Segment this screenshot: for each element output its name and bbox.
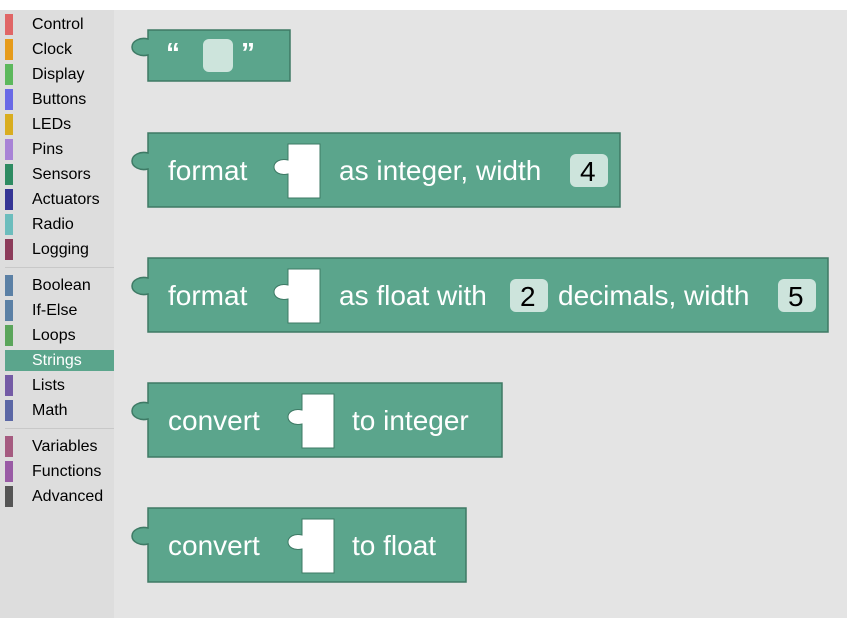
value-input-socket[interactable] (287, 518, 335, 574)
convert-integer-block[interactable]: convert to integer (131, 382, 503, 458)
category-color-stripe (5, 139, 13, 160)
block-label-convert: convert (168, 405, 260, 436)
close-quote-icon: ” (241, 37, 255, 68)
category-label: Display (32, 66, 85, 83)
category-radio[interactable]: Radio (5, 214, 114, 235)
block-label-suffix: as integer, width (339, 155, 541, 186)
category-loops[interactable]: Loops (5, 325, 114, 346)
category-color-stripe (5, 375, 13, 396)
category-label: Math (32, 402, 68, 419)
category-math[interactable]: Math (5, 400, 114, 421)
block-label-format: format (168, 155, 248, 186)
block-label-suffix: decimals, width (558, 280, 749, 311)
format-float-block[interactable]: format as float with 2 decimals, width 5 (131, 257, 829, 333)
category-label: Advanced (32, 488, 104, 505)
block-label-format: format (168, 280, 248, 311)
category-label: Strings (32, 352, 82, 369)
block-label-middle: as float with (339, 280, 487, 311)
category-logging[interactable]: Logging (5, 239, 114, 260)
category-control[interactable]: Control (5, 14, 114, 35)
blocks-canvas: “ ” format as integer, width 4 format as… (131, 29, 829, 583)
category-strings[interactable]: Strings (5, 350, 114, 371)
block-body (131, 132, 621, 208)
category-color-stripe (5, 64, 13, 85)
category-color-stripe (5, 189, 13, 210)
category-lists[interactable]: Lists (5, 375, 114, 396)
format-integer-block[interactable]: format as integer, width 4 (131, 132, 621, 208)
category-variables[interactable]: Variables (5, 436, 114, 457)
category-label: Buttons (32, 91, 87, 108)
category-color-stripe (5, 436, 13, 457)
category-label: Loops (32, 327, 76, 344)
category-label: Boolean (32, 277, 91, 294)
category-color-stripe (5, 350, 13, 371)
category-label: LEDs (32, 116, 72, 133)
category-pins[interactable]: Pins (5, 139, 114, 160)
category-boolean[interactable]: Boolean (5, 275, 114, 296)
category-label: Functions (32, 463, 102, 480)
category-color-stripe (5, 14, 13, 35)
convert-float-block[interactable]: convert to float (131, 507, 467, 583)
width-number-field[interactable] (778, 279, 816, 312)
category-label: Control (32, 16, 84, 33)
category-color-stripe (5, 214, 13, 235)
category-if-else[interactable]: If-Else (5, 300, 114, 321)
category-color-stripe (5, 275, 13, 296)
block-label-convert: convert (168, 530, 260, 561)
category-leds[interactable]: LEDs (5, 114, 114, 135)
width-value: 4 (580, 156, 596, 187)
toolbox-separator (5, 267, 114, 268)
category-sensors[interactable]: Sensors (5, 164, 114, 185)
decimals-number-field[interactable] (510, 279, 548, 312)
category-buttons[interactable]: Buttons (5, 89, 114, 110)
block-label-suffix: to float (352, 530, 436, 561)
category-color-stripe (5, 461, 13, 482)
category-advanced[interactable]: Advanced (5, 486, 114, 507)
category-label: Pins (32, 141, 64, 158)
category-color-stripe (5, 300, 13, 321)
category-functions[interactable]: Functions (5, 461, 114, 482)
decimals-value: 2 (520, 281, 536, 312)
category-display[interactable]: Display (5, 64, 114, 85)
category-color-stripe (5, 89, 13, 110)
category-color-stripe (5, 239, 13, 260)
category-label: Logging (32, 241, 89, 258)
text-literal-block[interactable]: “ ” (131, 29, 291, 82)
category-color-stripe (5, 114, 13, 135)
category-label: Clock (32, 41, 73, 58)
value-input-socket[interactable] (287, 393, 335, 449)
toolbox-separator (5, 428, 114, 429)
text-input-field[interactable] (203, 39, 233, 72)
category-actuators[interactable]: Actuators (5, 189, 114, 210)
toolbox: Control Clock Display Buttons LEDs Pins … (0, 10, 114, 618)
category-color-stripe (5, 39, 13, 60)
value-input-socket[interactable] (273, 268, 321, 324)
category-label: Actuators (32, 191, 100, 208)
width-number-field[interactable] (570, 154, 608, 187)
category-color-stripe (5, 164, 13, 185)
category-label: If-Else (32, 302, 78, 319)
open-quote-icon: “ (166, 37, 180, 68)
block-label-suffix: to integer (352, 405, 469, 436)
category-label: Sensors (32, 166, 91, 183)
category-label: Lists (32, 377, 65, 394)
width-value: 5 (788, 281, 804, 312)
category-label: Variables (32, 438, 98, 455)
value-input-socket[interactable] (273, 143, 321, 199)
category-color-stripe (5, 486, 13, 507)
blocks-workspace[interactable]: “ ” format as integer, width 4 format as… (114, 10, 847, 618)
category-color-stripe (5, 325, 13, 346)
category-label: Radio (32, 216, 74, 233)
category-clock[interactable]: Clock (5, 39, 114, 60)
category-color-stripe (5, 400, 13, 421)
